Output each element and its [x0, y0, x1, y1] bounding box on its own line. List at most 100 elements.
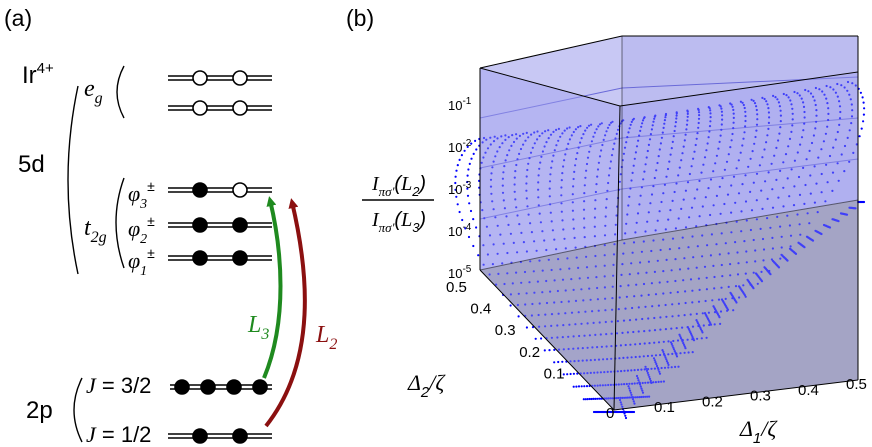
point-89: [492, 243, 495, 246]
point-477: [603, 264, 606, 267]
point-742: [708, 130, 711, 133]
point-185: [514, 170, 517, 173]
point-386: [598, 123, 602, 126]
point-28: [534, 337, 537, 340]
point-806: [730, 103, 733, 106]
point-1258: [648, 377, 652, 380]
point-393: [588, 150, 591, 153]
point-468: [607, 181, 610, 185]
point-153: [501, 191, 505, 194]
point-848: [743, 131, 746, 134]
point-1272: [662, 352, 666, 355]
point-776: [720, 123, 723, 126]
point-136: [572, 372, 576, 375]
point-879: [755, 108, 758, 112]
point-940: [659, 353, 662, 357]
point-566: [649, 133, 653, 136]
point-99: [553, 348, 556, 351]
point-228: [530, 231, 534, 234]
point-1033: [771, 206, 775, 209]
point-2: [474, 139, 477, 142]
point-496: [626, 136, 629, 139]
point-315: [579, 125, 582, 128]
point-603: [659, 142, 663, 145]
point-865: [684, 290, 687, 293]
point-679: [675, 182, 678, 185]
point-918: [767, 127, 770, 130]
point-647: [658, 210, 661, 213]
point-941: [650, 367, 653, 370]
point-447: [598, 321, 601, 324]
grid-right-3: [621, 158, 859, 190]
point-348: [600, 397, 603, 400]
point-596: [664, 114, 667, 117]
grid-left-1: [479, 87, 623, 119]
point-77: [482, 156, 485, 159]
point-140: [525, 131, 528, 134]
point-953: [779, 126, 782, 129]
point-507: [615, 214, 618, 217]
point-537: [631, 171, 634, 174]
point-1054: [813, 99, 816, 102]
point-143: [515, 137, 518, 140]
point-670: [685, 123, 689, 126]
point-488: [607, 397, 610, 400]
point-319: [570, 134, 573, 137]
point-904: [662, 340, 665, 343]
point-588: [621, 331, 624, 334]
point-957: [773, 154, 776, 157]
point-816: [727, 153, 730, 156]
point-854: [732, 175, 736, 178]
point-682: [669, 209, 672, 212]
point-462: [613, 142, 616, 145]
point-90: [496, 252, 499, 255]
shell-2p-label: 2p: [26, 397, 53, 424]
point-38: [481, 141, 484, 144]
point-68: [584, 398, 587, 401]
point-156: [505, 215, 508, 218]
point-1102: [798, 193, 802, 196]
point-744: [706, 142, 709, 145]
point-764: [643, 342, 646, 345]
point-33: [582, 398, 585, 401]
point-187: [513, 183, 516, 186]
point-271: [564, 312, 567, 315]
point-1404: [786, 259, 789, 262]
point-385: [600, 122, 603, 125]
point-606: [656, 161, 659, 165]
point-795: [669, 291, 672, 294]
point-298: [551, 229, 555, 232]
point-1025: [800, 136, 804, 139]
point-965: [740, 230, 743, 233]
point-719: [674, 227, 678, 230]
point-1142: [771, 247, 775, 250]
point-1260: [650, 381, 653, 384]
point-484: [605, 345, 608, 348]
point-498: [623, 146, 627, 149]
point-539: [629, 187, 632, 190]
point-50: [469, 209, 473, 213]
point-866: [677, 302, 681, 305]
point-1377: [760, 280, 764, 283]
point-1263: [654, 361, 657, 364]
point-157: [507, 223, 510, 226]
panel-a-label: (a): [4, 5, 32, 31]
point-589: [619, 344, 623, 347]
j12-label: J = 1/2: [86, 422, 151, 447]
point-794: [674, 279, 677, 283]
z-tick-3: 10-4: [448, 222, 472, 239]
point-1099: [813, 165, 816, 168]
point-32: [572, 385, 575, 388]
point-982: [787, 96, 790, 99]
point-22: [488, 273, 491, 276]
point-1150: [683, 351, 686, 354]
point-1140: [788, 224, 792, 227]
point-427: [601, 143, 604, 147]
point-1295: [683, 345, 686, 348]
point-418: [603, 397, 607, 400]
point-304: [564, 289, 567, 292]
point-1253: [645, 367, 648, 370]
point-240: [577, 359, 580, 362]
point-792: [683, 257, 686, 260]
point-722: [665, 258, 668, 261]
